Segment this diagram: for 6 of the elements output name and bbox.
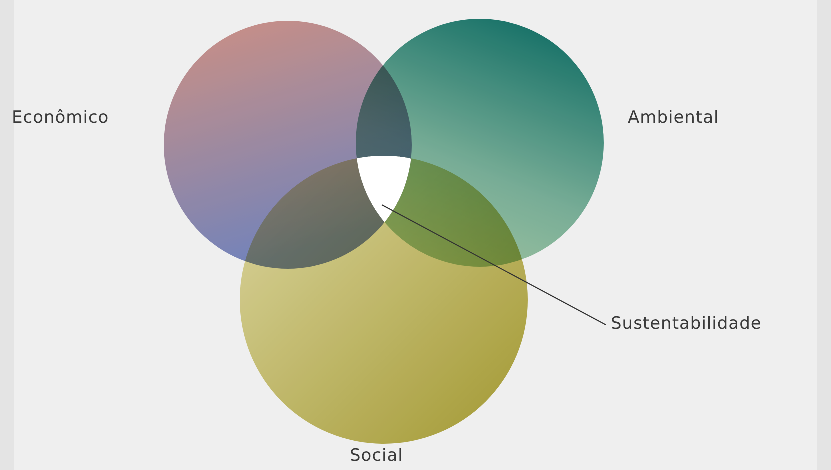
intersection-region	[357, 156, 412, 222]
circle-label: Ambiental	[628, 108, 720, 128]
circle-label: Econômico	[12, 108, 110, 128]
leader-line	[382, 204, 606, 326]
circle-label: Social	[350, 446, 404, 466]
circle-label: Sustentabilidade	[611, 314, 762, 334]
